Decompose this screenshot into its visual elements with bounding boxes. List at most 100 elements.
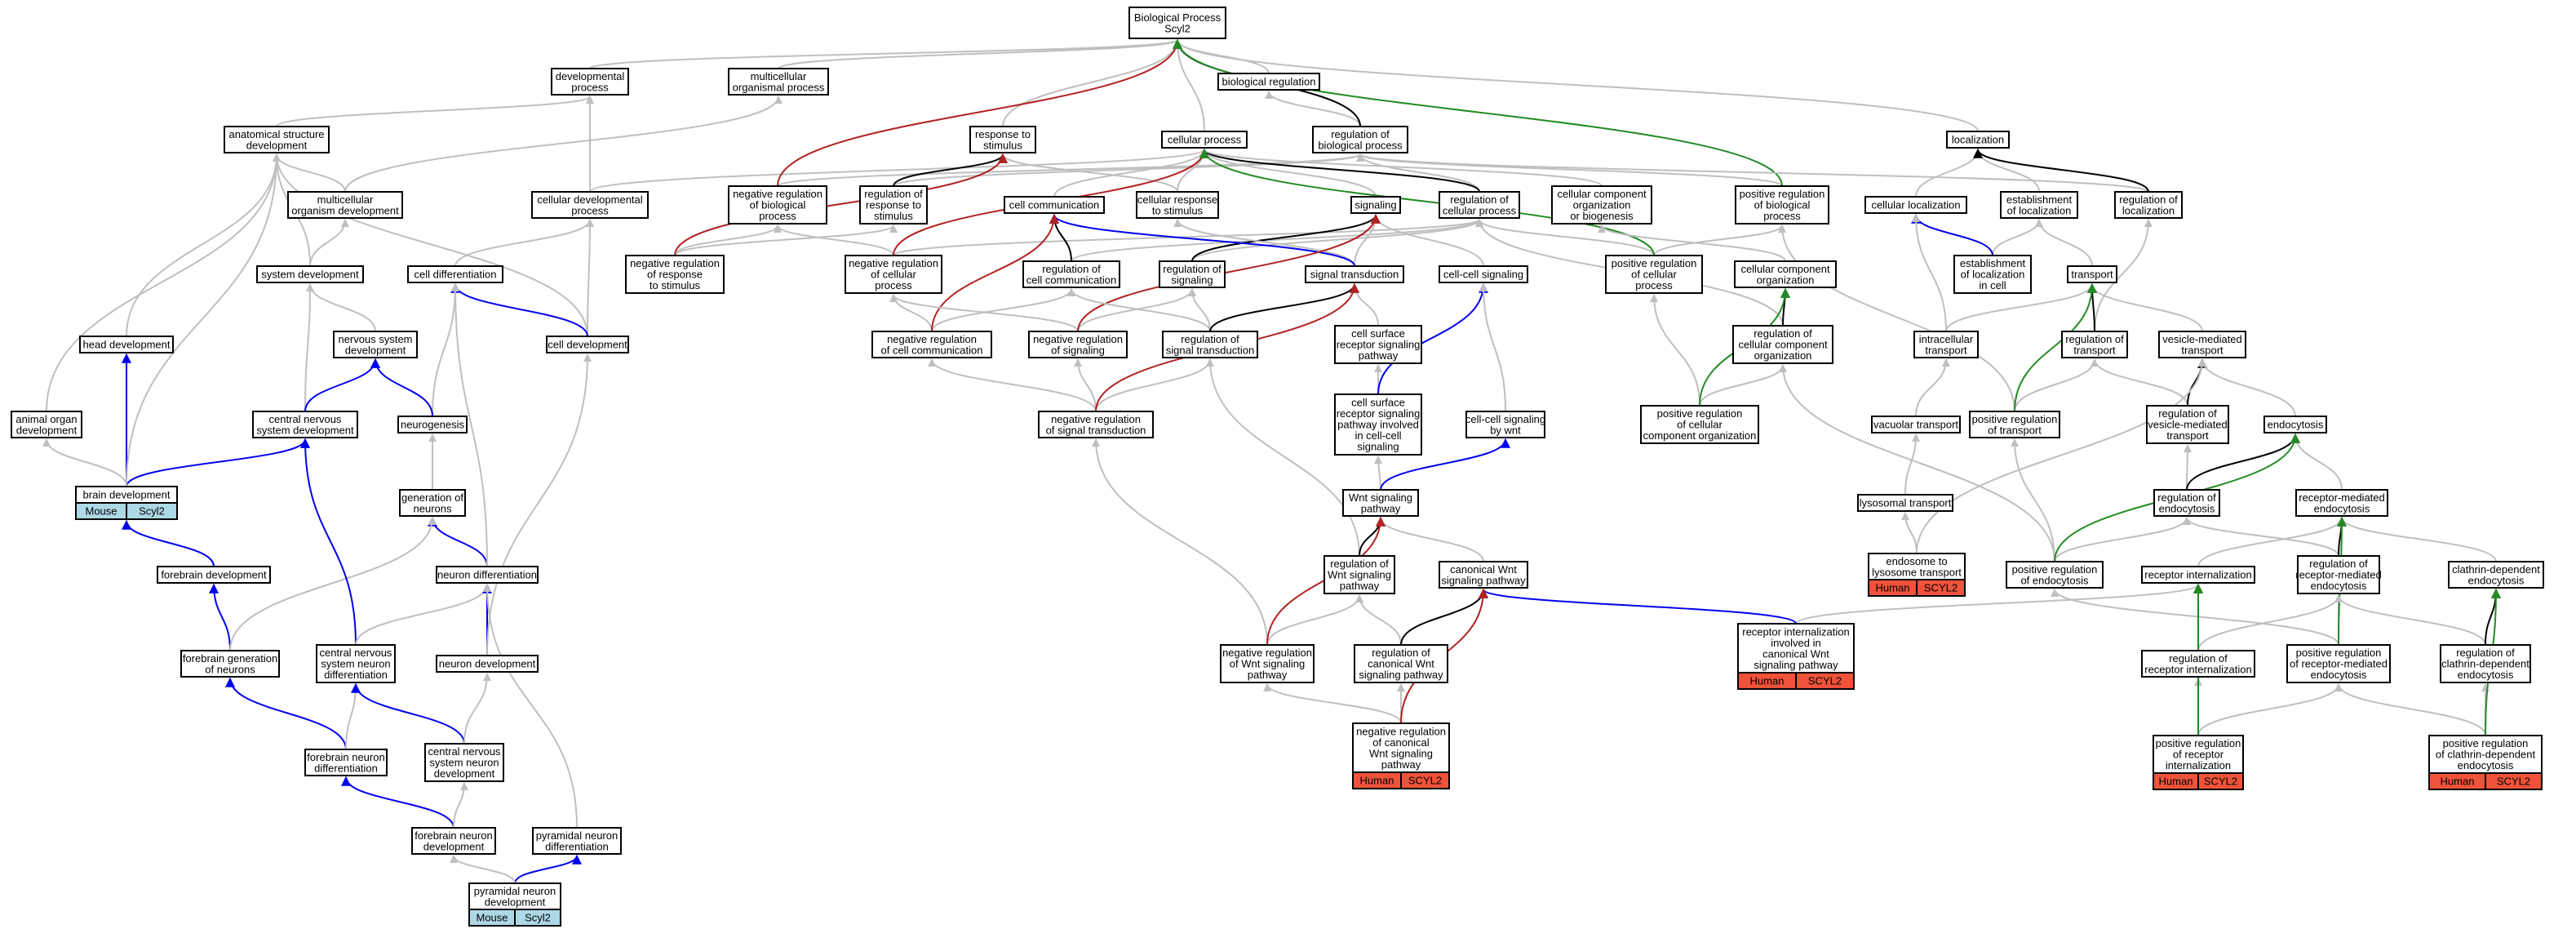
term-node-lysotrans[interactable]: lysosomal transport	[1857, 494, 1953, 512]
term-node-localization[interactable]: localization	[1946, 131, 2010, 149]
term-node-headdev[interactable]: head development	[79, 336, 174, 353]
term-node-bioreg[interactable]: biological regulation	[1217, 73, 1320, 91]
term-label-line: head development	[83, 339, 171, 351]
term-node-sigtrans[interactable]: signal transduction	[1305, 265, 1404, 283]
term-node-neurondev[interactable]: neuron development	[436, 655, 539, 673]
term-node-cellloc[interactable]: cellular localization	[1864, 196, 1967, 214]
edges-layer	[42, 38, 2501, 884]
term-node-celldev[interactable]: cell development	[546, 336, 629, 353]
term-node-sysdev[interactable]: system development	[256, 265, 364, 283]
term-node-forebraindev[interactable]: forebrain development	[157, 566, 271, 584]
term-node-endocytosis[interactable]: endocytosis	[2263, 416, 2327, 433]
term-box	[1342, 489, 1419, 517]
term-node-neurondiff[interactable]: neuron differentiation	[436, 566, 539, 584]
term-node-celldiff[interactable]: cell differentiation	[407, 265, 503, 283]
edge-is-a	[2011, 438, 2055, 562]
term-box	[1028, 331, 1128, 358]
term-node-cellproc[interactable]: cellular process	[1161, 131, 1248, 149]
term-node-vactrans[interactable]: vacuolar transport	[1871, 416, 1961, 433]
annotation-gene: SCYL2	[2497, 776, 2530, 788]
annotation-gene: Scyl2	[139, 505, 165, 518]
term-node-cellcellsig[interactable]: cell-cell signaling	[1439, 265, 1528, 283]
term-node-regcdendo[interactable]: regulation ofclathrin-dependentendocytos…	[2440, 644, 2531, 683]
term-label-line: negative regulation	[887, 333, 977, 345]
term-label-line: by wnt	[1490, 424, 1521, 436]
term-node-neurogenesis[interactable]: neurogenesis	[397, 416, 468, 433]
term-node-recint[interactable]: receptor internalization	[2141, 566, 2255, 584]
term-node-transport[interactable]: transport	[2067, 265, 2117, 283]
term-box	[2061, 331, 2128, 358]
term-node-cellcomm[interactable]: cell communication	[1004, 196, 1105, 214]
term-node-regrmendo[interactable]: regulation ofreceptor-mediatedendocytosi…	[2295, 555, 2382, 594]
term-label-line: canonical Wnt	[1368, 658, 1434, 670]
edge-part-of	[1191, 213, 1381, 262]
term-node-signaling[interactable]: signaling	[1350, 196, 1401, 214]
